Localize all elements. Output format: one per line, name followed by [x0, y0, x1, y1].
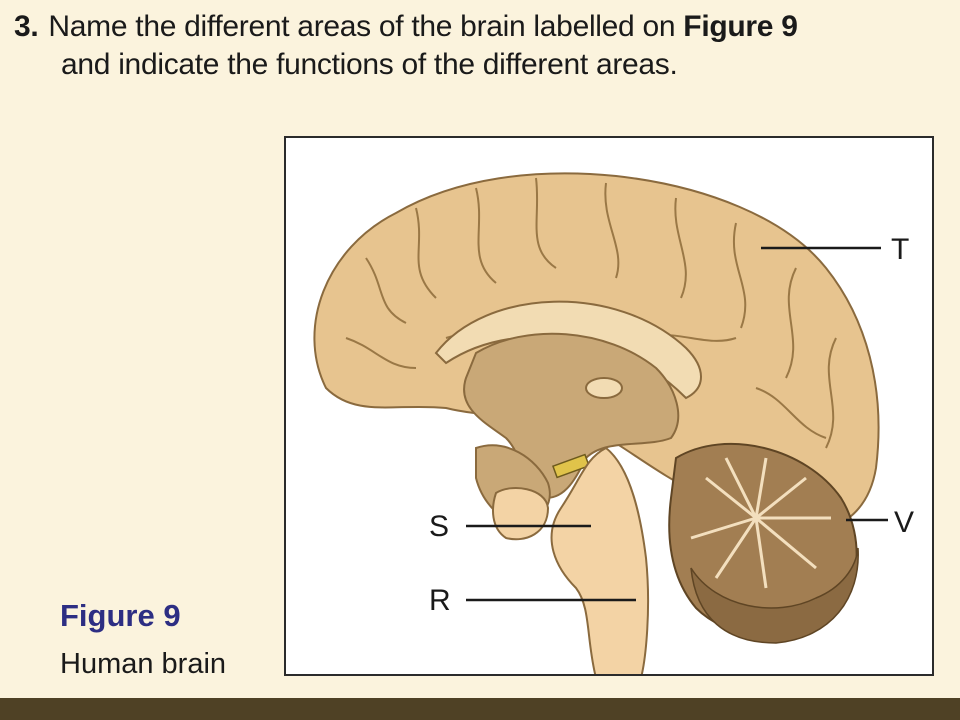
arbor-vitae [690, 457, 831, 589]
question-text-part2: and indicate the functions of the differ… [61, 48, 678, 81]
label-v: V [894, 506, 914, 539]
inner-brain [463, 332, 680, 500]
figure-caption-title: Figure 9 [60, 598, 181, 633]
figure-frame: T S R V [284, 136, 934, 676]
question-text-part1: Name the different areas of the brain la… [48, 10, 684, 43]
hypophysis-mark [552, 453, 590, 479]
bottom-bar [0, 698, 960, 720]
label-t: T [891, 233, 909, 266]
cerebellum-lower [690, 547, 859, 644]
label-r: R [429, 584, 451, 617]
brainstem [550, 446, 650, 674]
figure-caption-subtitle: Human brain [60, 648, 227, 680]
question-number: 3. [14, 10, 39, 43]
pituitary-area [492, 487, 550, 541]
label-s: S [429, 510, 449, 543]
question-text: 3. Name the different areas of the brain … [14, 8, 934, 84]
figure-reference: Figure 9 [683, 10, 798, 43]
brain-diagram: T S R V [313, 172, 914, 674]
thalamus [585, 377, 623, 399]
label-lines [466, 246, 888, 602]
worksheet-page: 3. Name the different areas of the brain … [14, 8, 934, 680]
